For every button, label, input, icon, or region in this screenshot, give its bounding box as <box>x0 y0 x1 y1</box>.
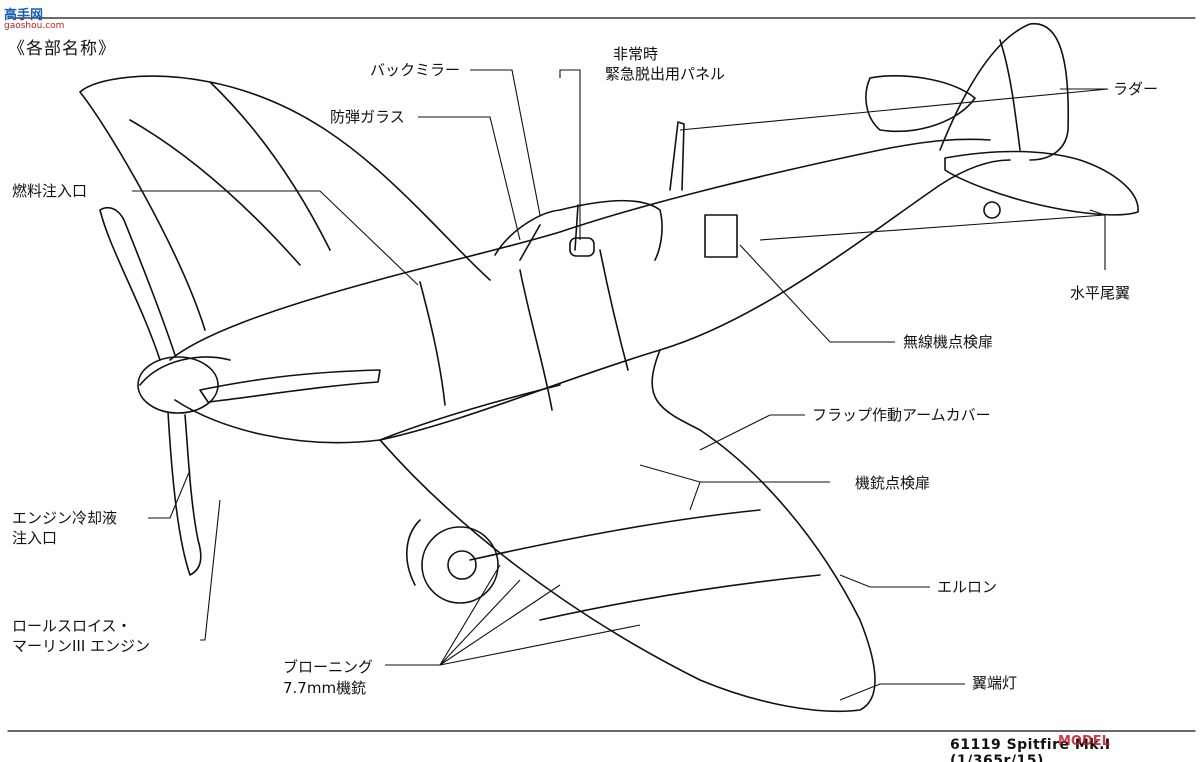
label-coolant-line1: エンジン冷却液 <box>12 509 118 527</box>
upper-wing <box>79 75 491 331</box>
main-wheel <box>421 526 499 604</box>
label-emergency-line2: 緊急脱出用パネル <box>605 65 726 83</box>
logo-subtext: gaoshou.com <box>4 21 65 31</box>
label-browning-line2: 7.7mm機銃 <box>283 679 367 697</box>
watermark: MODEL <box>1058 734 1110 749</box>
logo-text: 高手网 <box>4 8 44 23</box>
label-browning-line1: ブローニング <box>283 658 374 676</box>
propeller <box>99 206 176 361</box>
label-aileron: エルロン <box>937 578 998 596</box>
label-emergency-line1: 非常時 <box>613 45 659 63</box>
label-engine-line1: ロールスロイス・ <box>12 617 132 635</box>
label-gun-door: 機銃点検扉 <box>855 474 931 492</box>
label-windshield: 防弾ガラス <box>330 108 405 126</box>
canopy <box>494 199 663 261</box>
tail-fin <box>939 23 1070 161</box>
label-fuel-filler: 燃料注入口 <box>12 182 88 200</box>
label-coolant-line2: 注入口 <box>12 529 58 547</box>
lower-wing <box>379 349 876 713</box>
spinner <box>137 356 219 414</box>
horizontal-tail <box>944 150 1139 216</box>
fuselage <box>169 138 991 361</box>
label-horizontal-tail: 水平尾翼 <box>1070 284 1131 302</box>
label-flap-cover: フラップ作動アームカバー <box>812 406 991 424</box>
site-logo: 高手网 gaoshou.com <box>4 4 64 31</box>
label-wingtip-light: 翼端灯 <box>972 674 1018 692</box>
label-radio-door: 無線機点検扉 <box>903 333 994 351</box>
footer-product-code: 61119 Spitfire Mk.I (1/365r/15) <box>950 737 1111 762</box>
label-rudder: ラダー <box>1113 80 1159 98</box>
label-engine-line2: マーリンIII エンジン <box>12 637 151 655</box>
diagram-title: 《各部名称》 <box>8 39 116 59</box>
label-backmirror: バックミラー <box>370 61 461 79</box>
